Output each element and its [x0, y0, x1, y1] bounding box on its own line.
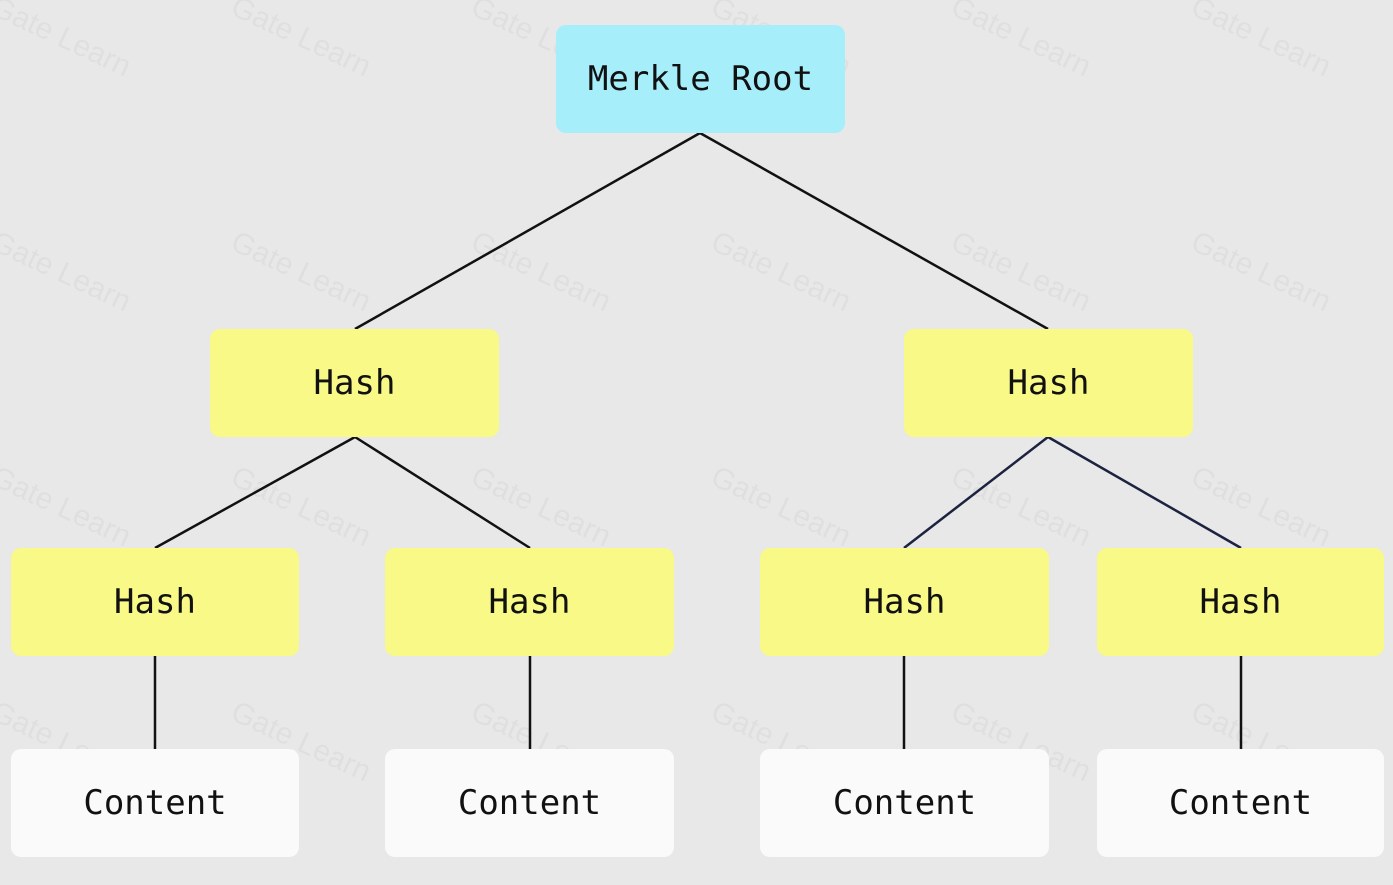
edge-root-to-hash-left: [354, 131, 701, 331]
merkle-root-label: Merkle Root: [587, 59, 814, 99]
hash-node-4: Hash: [1097, 548, 1384, 656]
hash-label: Hash: [1007, 363, 1090, 403]
content-label: Content: [832, 783, 977, 823]
content-label: Content: [83, 783, 227, 823]
content-node-2: Content: [385, 749, 674, 857]
hash-label: Hash: [863, 582, 946, 622]
edge-hash-right-to-hash-4: [1047, 435, 1242, 550]
content-node-3: Content: [760, 749, 1049, 857]
content-label: Content: [1168, 783, 1313, 823]
hash-label: Hash: [1199, 582, 1282, 622]
hash-node-left: Hash: [210, 329, 499, 437]
hash-label: Hash: [313, 363, 396, 403]
content-node-1: Content: [11, 749, 299, 857]
hash-node-right: Hash: [904, 329, 1193, 437]
edge-hash-left-to-hash-2: [354, 435, 531, 550]
hash-node-3: Hash: [760, 548, 1049, 656]
hash-node-1: Hash: [11, 548, 299, 656]
hash-label: Hash: [114, 582, 196, 622]
merkle-root-node: Merkle Root: [556, 25, 845, 133]
content-label: Content: [457, 783, 602, 823]
edge-root-to-hash-right: [699, 131, 1049, 331]
content-node-4: Content: [1097, 749, 1384, 857]
edge-hash-left-to-hash-1: [154, 435, 356, 550]
hash-label: Hash: [488, 582, 571, 622]
edge-hash-right-to-hash-3: [903, 436, 1049, 549]
hash-node-2: Hash: [385, 548, 674, 656]
